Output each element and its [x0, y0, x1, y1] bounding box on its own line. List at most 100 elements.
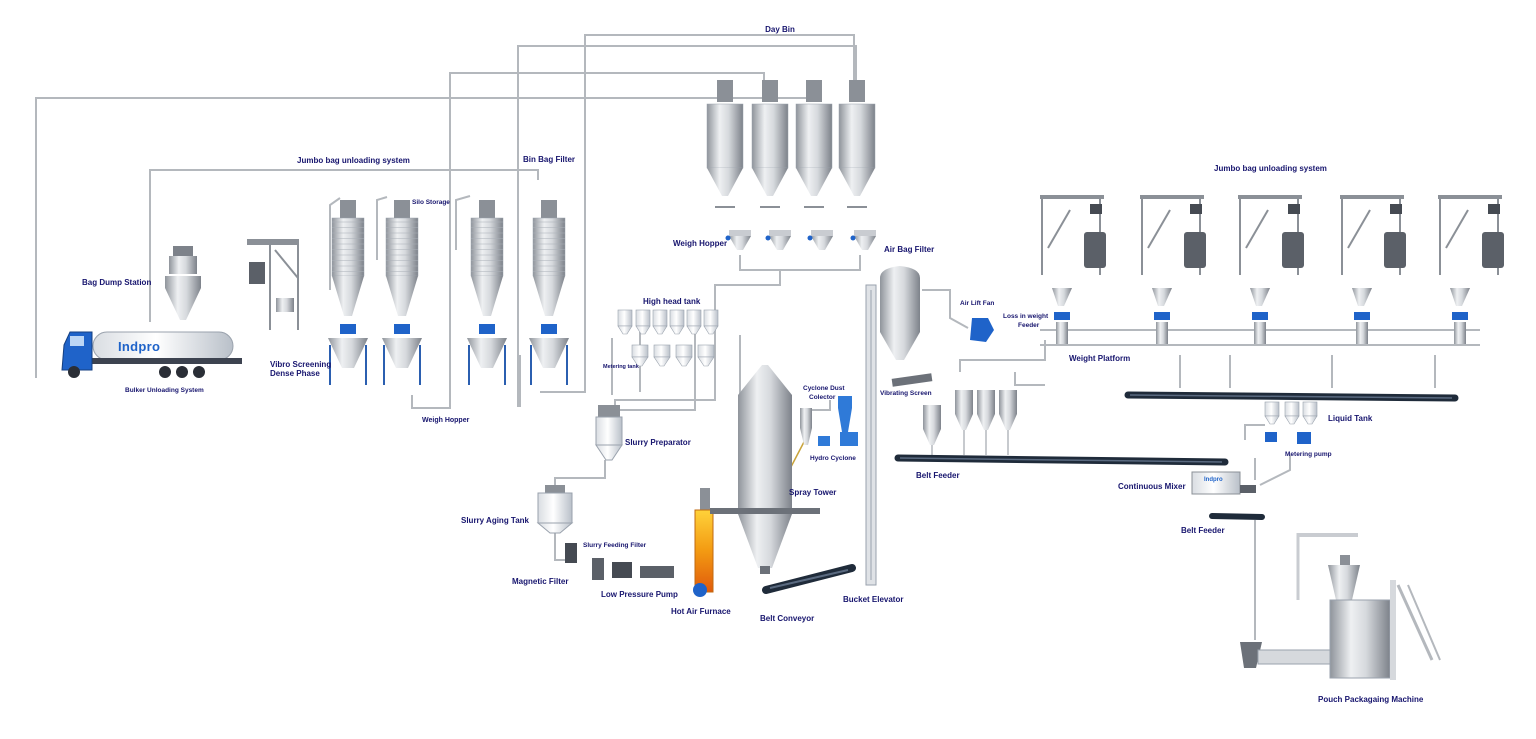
air-bag-filter — [880, 266, 994, 360]
label-day-bin: Day Bin — [765, 25, 795, 34]
label-cyclone-dust-2: Colector — [809, 394, 836, 401]
mid-hoppers — [923, 390, 1017, 455]
label-air-lift-fan: Air Lift Fan — [960, 300, 995, 307]
label-belt-feeder-right: Belt Feeder — [1181, 526, 1225, 535]
day-bin-group — [706, 80, 876, 208]
metering-pumps — [1265, 432, 1311, 444]
silo-4 — [529, 200, 569, 385]
mixer-logo-text: Indpro — [1204, 477, 1223, 483]
hot-air-furnace — [693, 488, 714, 597]
label-pouch-packaging: Pouch Packagaing Machine — [1318, 695, 1424, 704]
spray-tower — [710, 365, 820, 574]
liquid-tank-3 — [1302, 401, 1318, 425]
day-bin-2 — [751, 80, 789, 208]
jumbo-frames-right — [1040, 195, 1504, 344]
bulker-truck — [61, 331, 242, 378]
label-belt-conveyor: Belt Conveyor — [760, 614, 815, 623]
day-bin-3 — [795, 80, 833, 208]
weigh-hopper-3 — [807, 230, 833, 250]
label-loss-in-weight-2: Feeder — [1018, 322, 1040, 329]
label-hydro-cyclone: Hydro Cyclone — [810, 455, 856, 462]
liquid-tank-1 — [1264, 401, 1280, 425]
day-bin-4 — [838, 80, 876, 208]
label-liquid-tank: Liquid Tank — [1328, 414, 1373, 423]
low-pressure-pump — [592, 558, 674, 580]
truck-logo-text: Indpro — [118, 339, 161, 354]
label-loss-in-weight-1: Loss in weight — [1003, 313, 1049, 320]
label-air-bag-filter: Air Bag Filter — [884, 245, 935, 254]
metering-tank-4 — [697, 344, 715, 367]
high-head-tank-4 — [669, 309, 685, 335]
jumbo-frame-3 — [1238, 195, 1304, 344]
label-bin-bag-filter: Bin Bag Filter — [523, 155, 576, 164]
label-bag-dump-station: Bag Dump Station — [82, 278, 152, 287]
label-slurry-feeding-filter: Slurry Feeding Filter — [583, 542, 647, 549]
label-dense-phase: Dense Phase — [270, 369, 320, 378]
mid-hopper-3 — [977, 390, 995, 455]
silo-2 — [382, 200, 422, 385]
continuous-mixer — [1191, 471, 1256, 495]
label-continuous-mixer: Continuous Mixer — [1118, 482, 1186, 491]
bucket-elevator — [865, 284, 877, 586]
high-head-tank-6 — [703, 309, 719, 335]
jumbo-frame-1 — [1040, 195, 1106, 344]
pouch-packaging-machine — [1240, 533, 1441, 680]
mid-hopper-1 — [923, 405, 941, 455]
silo-1 — [328, 200, 368, 385]
label-bulker-unloading: Bulker Unloading System — [125, 387, 204, 394]
label-cyclone-dust-1: Cyclone Dust — [803, 385, 845, 392]
high-head-tanks — [617, 309, 719, 367]
silo-storage-group — [328, 200, 569, 385]
weigh-hopper-1 — [725, 230, 751, 250]
jumbo-frame-5 — [1438, 195, 1504, 344]
mid-hopper-2 — [955, 390, 973, 455]
metering-tank-2 — [653, 344, 671, 367]
label-jumbo-bag-right: Jumbo bag unloading system — [1214, 164, 1327, 173]
label-slurry-aging-tank: Slurry Aging Tank — [461, 516, 530, 525]
silo-3 — [467, 200, 507, 385]
label-magnetic-filter: Magnetic Filter — [512, 577, 569, 586]
label-silo-storage: Silo Storage — [412, 199, 450, 206]
day-bin-1 — [706, 80, 744, 208]
label-vibro-screening: Vibro Screening — [270, 360, 332, 369]
label-metering-pump: Metering pump — [1285, 451, 1332, 458]
label-weigh-hopper-bottom: Weigh Hopper — [422, 417, 470, 424]
jumbo-bag-frame-left — [247, 239, 299, 330]
belt-feeder-mid — [894, 454, 1229, 466]
slurry-preparator — [595, 405, 623, 461]
label-hot-air-furnace: Hot Air Furnace — [671, 607, 731, 616]
label-high-head-tank: High head tank — [643, 297, 701, 306]
metering-tank-3 — [675, 344, 693, 367]
label-spray-tower: Spray Tower — [789, 488, 837, 497]
high-head-tank-1 — [617, 309, 633, 335]
label-bucket-elevator: Bucket Elevator — [843, 595, 904, 604]
cyclone-dust-collector — [800, 396, 858, 446]
mid-hopper-4 — [999, 390, 1017, 455]
high-head-tank-3 — [652, 309, 668, 335]
label-metering-tank: Metering tank — [603, 364, 639, 370]
jumbo-frame-2 — [1140, 195, 1206, 344]
weigh-hopper-2 — [765, 230, 791, 250]
long-belt-right — [1124, 391, 1459, 402]
label-belt-feeder-mid: Belt Feeder — [916, 471, 960, 480]
weigh-hopper-group — [725, 230, 876, 250]
liquid-tanks — [1264, 401, 1318, 425]
piping-network — [35, 34, 1480, 561]
weigh-hopper-4 — [850, 230, 876, 250]
belt-feeder-right — [1209, 513, 1265, 640]
liquid-tank-2 — [1284, 401, 1300, 425]
label-vibrating-screen: Vibrating Screen — [880, 390, 932, 397]
jumbo-frame-4 — [1340, 195, 1406, 344]
metering-tank-1 — [631, 344, 649, 367]
label-weigh-hopper-top: Weigh Hopper — [673, 239, 728, 248]
spray-belt-conveyor — [762, 564, 856, 594]
magnetic-filter — [565, 543, 577, 563]
high-head-tank-5 — [686, 309, 702, 335]
label-slurry-preparator: Slurry Preparator — [625, 438, 691, 447]
high-head-tank-2 — [635, 309, 651, 335]
label-jumbo-bag-left: Jumbo bag unloading system — [297, 156, 410, 165]
vibrating-screen — [891, 373, 933, 387]
label-low-pressure-pump: Low Pressure Pump — [601, 590, 678, 599]
